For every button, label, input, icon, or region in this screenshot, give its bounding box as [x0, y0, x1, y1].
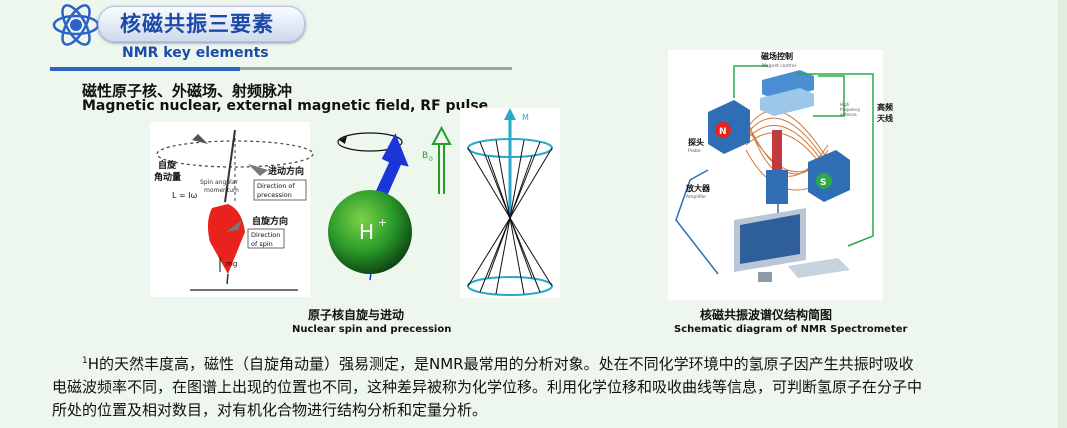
title-underline	[50, 67, 240, 71]
hydrogen-spin-figure: H + B 0	[328, 125, 452, 281]
spinning-top-figure: mg 自旋 角动量 Spin angular momentum L = Iω 进…	[154, 129, 314, 291]
caption-right-en: Schematic diagram of NMR Spectrometer	[674, 324, 908, 335]
hydrogen-sphere-icon	[328, 190, 412, 274]
svg-text:of spin: of spin	[251, 240, 273, 248]
svg-text:高频: 高频	[877, 102, 893, 112]
svg-text:precession: precession	[257, 191, 292, 199]
page-title: 核磁共振三要素	[120, 12, 274, 36]
svg-text:Direction of: Direction of	[257, 182, 295, 190]
svg-text:M: M	[522, 113, 529, 122]
svg-text:frequency: frequency	[840, 107, 861, 112]
subtitle-en: Magnetic nuclear, external magnetic fiel…	[82, 98, 489, 114]
subtitle-zh: 磁性原子核、外磁场、射频脉冲	[82, 82, 293, 100]
page-edge	[1058, 0, 1067, 428]
svg-text:mg: mg	[226, 260, 237, 268]
svg-text:探头: 探头	[688, 137, 704, 147]
svg-text:Amplifier: Amplifier	[686, 194, 706, 200]
atom-icon	[52, 4, 100, 46]
spinning-top-icon	[207, 204, 245, 274]
keyboard-icon	[788, 258, 850, 278]
svg-text:B: B	[422, 151, 428, 161]
svg-text:天线: 天线	[877, 113, 893, 123]
svg-text:Magnet control: Magnet control	[762, 63, 796, 69]
svg-text:L = Iω: L = Iω	[172, 191, 198, 200]
caption-left-en: Nuclear spin and precession	[292, 324, 452, 335]
description-paragraph: 1H的天然丰度高，磁性（自旋角动量）强易测定，是NMR最常用的分析对象。处在不同…	[52, 355, 923, 419]
svg-text:Probe: Probe	[688, 148, 701, 154]
precession-arrow-icon	[192, 134, 208, 144]
precession-cone-figure: M	[467, 108, 553, 296]
svg-text:momentum: momentum	[204, 187, 239, 194]
svg-text:H: H	[359, 220, 374, 244]
svg-text:角动量: 角动量	[154, 171, 181, 183]
svg-text:High: High	[840, 102, 850, 107]
svg-text:自旋方向: 自旋方向	[252, 215, 288, 227]
title-pill	[98, 6, 305, 42]
svg-text:0: 0	[429, 156, 433, 163]
spectrometer-diagram: N S 磁场控制 Magnet control 高频 天线 High frequ…	[675, 51, 893, 282]
svg-text:+: +	[378, 216, 387, 229]
caption-right-zh: 核磁共振波谱仪结构简图	[700, 308, 833, 322]
svg-text:放大器: 放大器	[685, 183, 711, 193]
svg-text:S: S	[820, 178, 826, 188]
svg-text:自旋: 自旋	[158, 159, 177, 171]
svg-text:Spin angular: Spin angular	[200, 179, 238, 186]
svg-text:磁场控制: 磁场控制	[761, 51, 793, 61]
caption-left-zh: 原子核自旋与进动	[308, 308, 405, 322]
svg-text:Direction: Direction	[251, 231, 280, 239]
svg-text:antenna: antenna	[840, 112, 857, 117]
svg-text:进动方向: 进动方向	[268, 165, 304, 177]
page-title-en: NMR key elements	[122, 45, 269, 61]
svg-text:N: N	[719, 127, 727, 137]
title-rule	[240, 67, 512, 70]
